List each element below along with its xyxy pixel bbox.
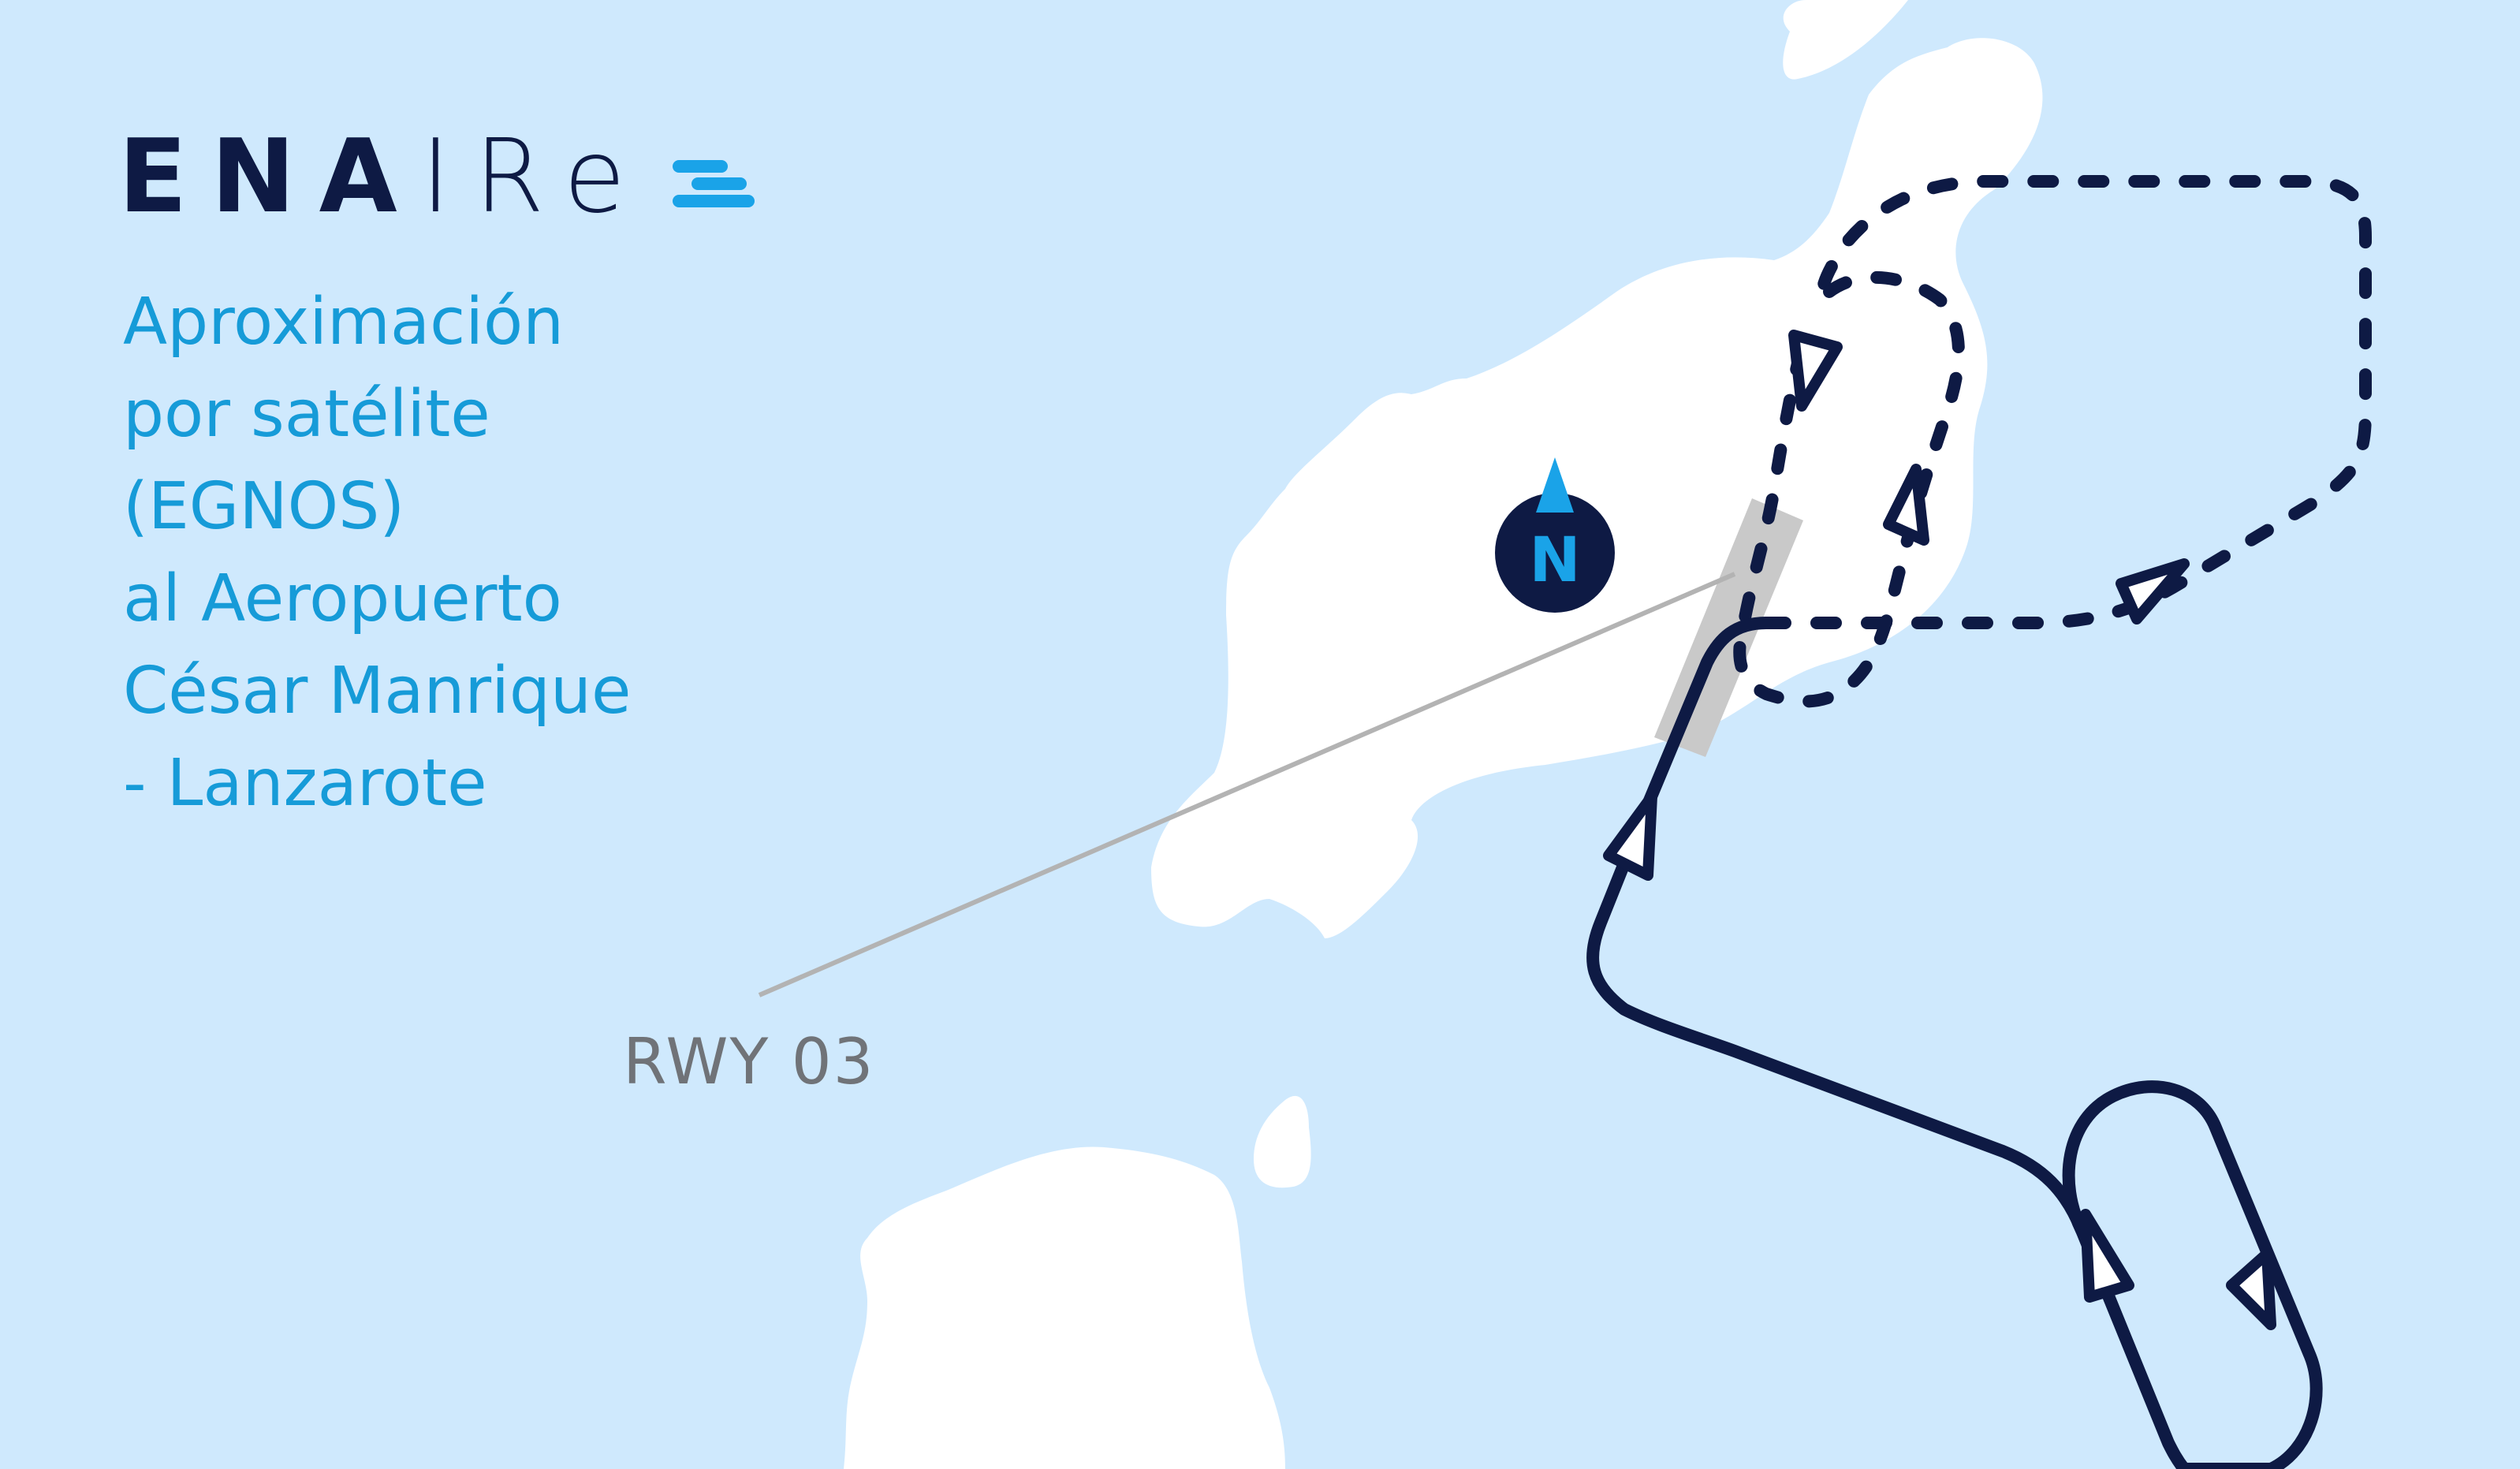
land [844, 0, 2043, 1469]
island-small [1254, 1095, 1311, 1188]
island-lanzarote [1151, 0, 2043, 938]
runway-leader-line [758, 572, 1736, 997]
dashed-outer-loop [1760, 175, 2372, 629]
title-line: Aproximación [123, 285, 565, 360]
final-approach-path [1586, 617, 2088, 1236]
title-line: César Manrique [123, 654, 632, 729]
logo-light-part: IRe [420, 118, 650, 236]
arrow-outer-loop-return [2116, 558, 2190, 625]
enaire-stripes-icon [673, 138, 759, 217]
title-line: - Lanzarote [123, 746, 487, 821]
compass-letter: N [1529, 525, 1581, 596]
arrow-holding-in [2080, 1209, 2134, 1303]
arrow-final-approach [1603, 791, 1657, 881]
north-arrow-icon: N [1492, 457, 1618, 615]
compass-needle [1536, 457, 1574, 513]
dashed-inner-loop [1733, 270, 1965, 708]
title-line: al Aeropuerto [123, 561, 562, 636]
enaire-logo: ENAIRe [118, 118, 759, 237]
dashed-paths [1733, 175, 2372, 708]
map-title: Aproximación por satélite (EGNOS) al Aer… [123, 276, 722, 830]
arrow-inner-loop [1883, 464, 1929, 546]
logo-wordmark: ENAIRe [118, 127, 649, 228]
arrow-holding-out [2226, 1248, 2276, 1330]
compass-disc [1495, 493, 1615, 613]
title-line: (EGNOS) [123, 469, 405, 544]
arrow-outer-loop-top [1788, 330, 1843, 412]
logo-bold-part: ENA [118, 118, 421, 236]
island-fuerteventura [844, 1146, 1285, 1469]
runway-label: RWY 03 [623, 1025, 875, 1098]
direction-arrows [1603, 330, 2276, 1330]
title-line: por satélite [123, 377, 490, 452]
